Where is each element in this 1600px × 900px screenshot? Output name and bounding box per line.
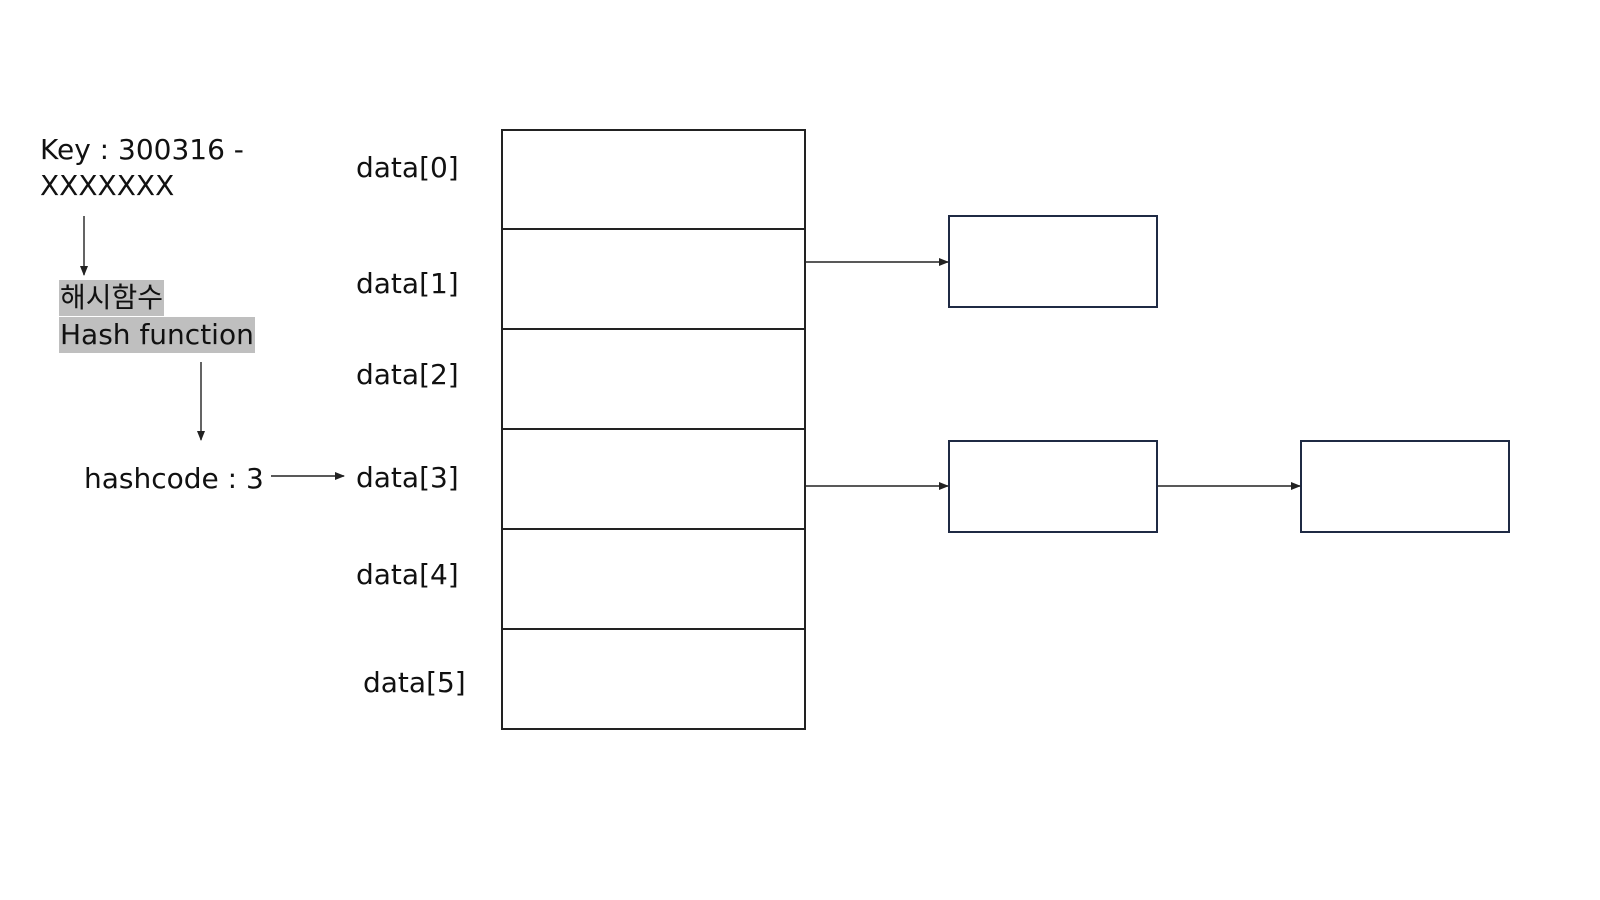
key-label-line1: Key : 300316 - bbox=[40, 133, 244, 166]
slot-label-0: data[0] bbox=[356, 151, 459, 184]
table-cell-3 bbox=[501, 428, 806, 530]
chain-node-slot3-2 bbox=[1300, 440, 1510, 533]
table-cell-5 bbox=[501, 628, 806, 730]
hash-function-korean: 해시함수 bbox=[59, 280, 165, 316]
chain-node-slot3-1 bbox=[948, 440, 1158, 533]
table-cell-1 bbox=[501, 228, 806, 330]
chain-node-slot1-1 bbox=[948, 215, 1158, 308]
slot-label-5: data[5] bbox=[363, 666, 466, 699]
table-cell-0 bbox=[501, 129, 806, 230]
hash-function-english: Hash function bbox=[59, 317, 255, 353]
key-label-line2: XXXXXXX bbox=[40, 169, 175, 202]
slot-label-3: data[3] bbox=[356, 461, 459, 494]
slot-label-4: data[4] bbox=[356, 558, 459, 591]
hashcode-label: hashcode : 3 bbox=[84, 462, 264, 495]
table-cell-2 bbox=[501, 328, 806, 430]
slot-label-2: data[2] bbox=[356, 358, 459, 391]
slot-label-1: data[1] bbox=[356, 267, 459, 300]
